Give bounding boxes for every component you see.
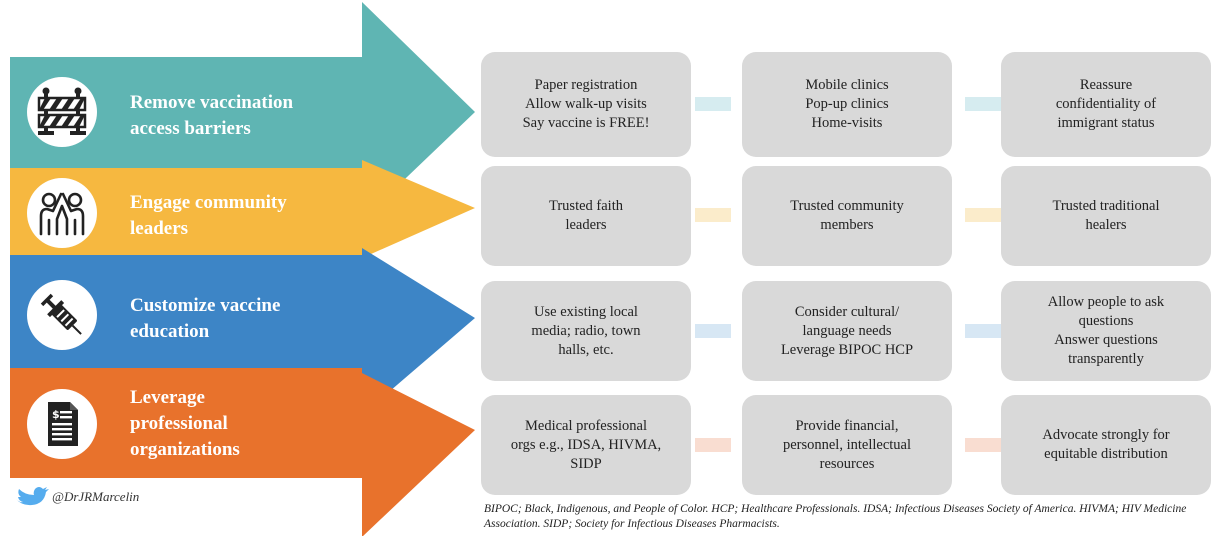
strategy-label-line: Engage community	[130, 192, 287, 213]
action-text: Allow people to ask questions Answer que…	[1047, 294, 1165, 367]
svg-text:$: $	[52, 408, 60, 421]
strategy-label-line: access barriers	[130, 118, 251, 139]
strategy-label-line: leaders	[130, 218, 189, 239]
action-text: Provide financial, personnel, intellectu…	[782, 417, 912, 472]
strategy-label-line: organizations	[130, 439, 240, 460]
action-box: Paper registration Allow walk-up visits …	[481, 52, 691, 157]
strategy-arrows	[10, 2, 475, 536]
action-text: Use existing local media; radio, town ha…	[531, 303, 641, 358]
action-box: Allow people to ask questions Answer que…	[1001, 281, 1211, 381]
twitter-bird-icon	[16, 487, 49, 506]
strategy-label-line: Customize vaccine	[130, 295, 281, 316]
action-text: Medical professional orgs e.g., IDSA, HI…	[510, 417, 662, 472]
strategy-label-line: professional	[130, 413, 228, 434]
arrow-remove-barriers	[10, 2, 475, 220]
action-text: Paper registration Allow walk-up visits …	[522, 77, 650, 131]
action-text: Consider cultural/ language needs Levera…	[780, 303, 914, 358]
row-2-connector	[695, 208, 731, 222]
action-box: Provide financial, personnel, intellectu…	[742, 395, 952, 495]
action-box: Reassure confidentiality of immigrant st…	[1001, 52, 1211, 157]
strategy-label-line: Leverage	[130, 387, 205, 408]
action-text: Trusted traditional healers	[1052, 198, 1160, 233]
row-3-connector	[965, 324, 1001, 338]
action-text: Mobile clinics Pop-up clinics Home-visit…	[805, 77, 889, 131]
row-1-connector	[965, 97, 1001, 111]
strategy-label-line: Remove vaccination	[130, 92, 294, 113]
community-leaders-icon	[27, 178, 97, 248]
barrier-icon	[27, 77, 97, 147]
row-2-connector	[965, 208, 1001, 222]
row-4-connector	[965, 438, 1001, 452]
arrow-customize-education	[10, 248, 475, 415]
strategy-label-line: education	[130, 321, 210, 342]
action-box: Trusted faith leaders	[481, 166, 691, 266]
arrow-engage-leaders	[10, 160, 475, 258]
action-box: Use existing local media; radio, town ha…	[481, 281, 691, 381]
arrow-leverage-orgs	[10, 368, 475, 536]
strategy-label-leverage-orgs: Leverage professional organizations	[130, 385, 240, 463]
document-icon: $	[27, 389, 97, 459]
action-text: Trusted community members	[790, 198, 904, 233]
syringe-icon	[27, 280, 97, 350]
action-box: Trusted traditional healers	[1001, 166, 1211, 266]
action-text: Advocate strongly for equitable distribu…	[1042, 427, 1170, 462]
twitter-handle[interactable]: @DrJRMarcelin	[52, 489, 140, 504]
row-4-connector	[695, 438, 731, 452]
row-3-connector	[695, 324, 731, 338]
action-box: Advocate strongly for equitable distribu…	[1001, 395, 1211, 495]
twitter-credit[interactable]: @DrJRMarcelin	[14, 486, 139, 508]
strategy-label-remove-barriers: Remove vaccination access barriers	[130, 90, 293, 142]
strategy-label-engage-leaders: Engage community leaders	[130, 190, 287, 242]
row-1-connector	[695, 97, 731, 111]
action-box: Medical professional orgs e.g., IDSA, HI…	[481, 395, 691, 495]
action-box: Mobile clinics Pop-up clinics Home-visit…	[742, 52, 952, 157]
abbreviations-footnote: BIPOC; Black, Indigenous, and People of …	[484, 503, 1187, 530]
action-box: Trusted community members	[742, 166, 952, 266]
action-text: Trusted faith leaders	[549, 198, 623, 233]
action-box: Consider cultural/ language needs Levera…	[742, 281, 952, 381]
action-text: Reassure confidentiality of immigrant st…	[1055, 77, 1157, 131]
strategy-label-customize-education: Customize vaccine education	[130, 293, 280, 345]
